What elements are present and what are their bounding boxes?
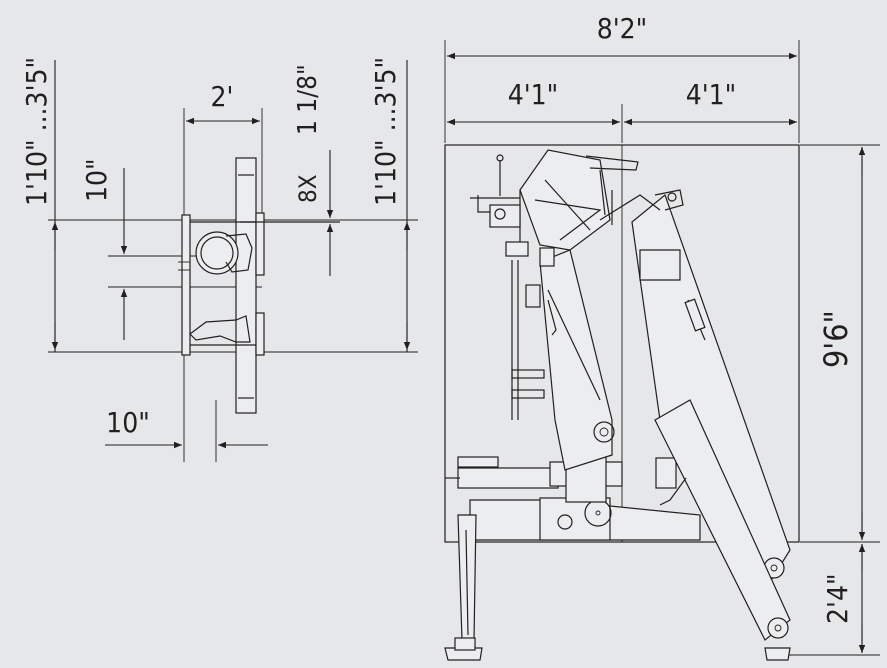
total-width-label: 8'2" <box>597 12 648 45</box>
left-half-width-label: 4'1" <box>508 78 559 111</box>
right-half-width-label: 4'1" <box>686 78 737 111</box>
bolt-size-label: 1 1/8" <box>293 64 323 135</box>
total-height-label: 9'6" <box>817 310 855 368</box>
right-height-dimension-label: 1'10" ...3'5" <box>369 57 402 206</box>
bolt-count-label: 8X <box>294 174 322 203</box>
crane-side-view <box>444 40 880 661</box>
base-top-view <box>48 60 418 462</box>
base-width-label: 2' <box>211 80 234 113</box>
bolt-spacing-vertical-label: 10" <box>80 158 113 202</box>
left-height-dimension-label: 1'10" ...3'5" <box>20 57 53 206</box>
bolt-offset-horizontal-label: 10" <box>106 406 150 439</box>
leg-height-label: 2'4" <box>821 573 854 624</box>
